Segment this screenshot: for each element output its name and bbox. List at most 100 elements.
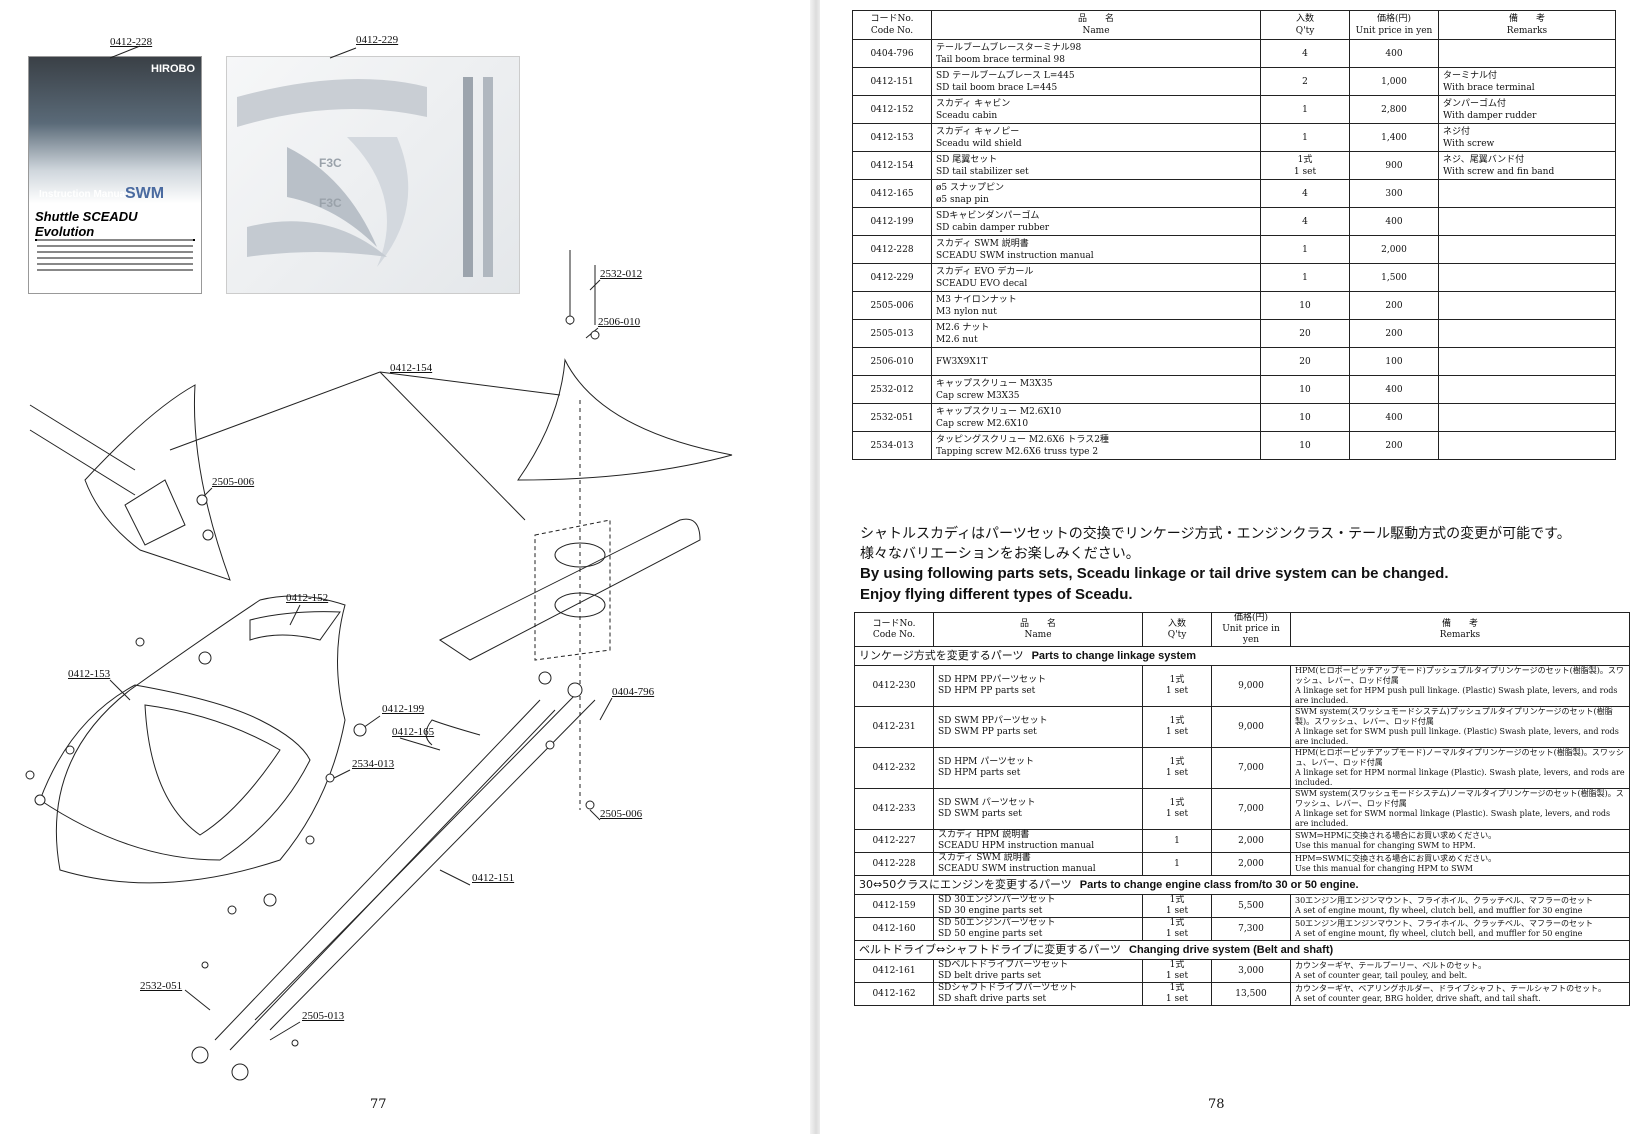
header-code: コードNo.Code No. (852, 10, 932, 40)
callout-label: 0412-229 (356, 34, 399, 46)
part-price: 1,500 (1349, 263, 1439, 292)
booklet-subtitle: Instruction Manual (39, 189, 128, 200)
part-price: 400 (1349, 207, 1439, 236)
part-code: 0412-151 (852, 67, 932, 96)
callout-label: 2532-012 (600, 268, 643, 280)
book-gutter (810, 0, 822, 1134)
callout-label: 0412-153 (68, 668, 111, 680)
svg-text:F3C: F3C (319, 196, 342, 210)
set-price: 5,500 (1211, 894, 1291, 918)
part-remarks (1438, 375, 1616, 404)
part-code: 2532-051 (852, 403, 932, 432)
part-remarks (1438, 179, 1616, 208)
set-price: 2,000 (1211, 852, 1291, 876)
part-code: 0412-153 (852, 123, 932, 152)
left-page: HIROBO Instruction Manual SWM Shuttle SC… (0, 0, 812, 1134)
part-price: 200 (1349, 291, 1439, 320)
set-remarks: HPM(ヒロボーピッチアップモード)ノーマルタイプリンケージのセット(樹脂製)。… (1290, 747, 1630, 789)
part-remarks (1438, 263, 1616, 292)
callout-label: 0412-165 (392, 726, 435, 738)
part-remarks (1438, 347, 1616, 376)
set-quantity: 1 (1142, 829, 1212, 853)
part-price: 200 (1349, 319, 1439, 348)
part-quantity: 10 (1260, 431, 1350, 460)
intro-japanese-line-1: シャトルスカディはパーツセットの交換でリンケージ方式・エンジンクラス・テール駆動… (860, 526, 1571, 542)
svg-text:F3C: F3C (319, 156, 342, 170)
set-quantity: 1 (1142, 852, 1212, 876)
part-price: 400 (1349, 403, 1439, 432)
decal-art: F3C F3C (237, 77, 493, 277)
part-code: 2506-010 (852, 347, 932, 376)
part-price: 2,800 (1349, 95, 1439, 124)
part-price: 900 (1349, 151, 1439, 180)
set-price: 7,000 (1211, 788, 1291, 830)
part-code: 2534-013 (852, 431, 932, 460)
callout-label: 2505-006 (600, 808, 643, 820)
callout-label: 0412-152 (286, 592, 329, 604)
set-price: 13,500 (1211, 982, 1291, 1006)
booklet-text-lines (37, 235, 193, 275)
set-code: 0412-227 (854, 829, 934, 853)
header-code: コードNo.Code No. (854, 612, 934, 647)
decal-sheet-image: F3C F3C (226, 56, 520, 294)
part-price: 200 (1349, 431, 1439, 460)
set-code: 0412-160 (854, 917, 934, 941)
intro-japanese-line-2: 様々なバリエーションをお楽しみください。 (860, 546, 1140, 562)
callout-label: 2532-051 (140, 980, 183, 992)
intro-english-line-2: Enjoy flying different types of Sceadu. (860, 586, 1133, 603)
callout-label: 0412-151 (472, 872, 515, 884)
set-remarks: カウンターギヤ、テールプーリー、ベルトのセット。A set of counter… (1290, 959, 1630, 983)
set-price: 7,300 (1211, 917, 1291, 941)
part-remarks (1438, 235, 1616, 264)
header-price: 価格(円)Unit price in yen (1349, 10, 1439, 40)
instruction-manual-image: HIROBO Instruction Manual SWM Shuttle SC… (28, 56, 202, 294)
part-price: 400 (1349, 375, 1439, 404)
part-code: 2505-013 (852, 319, 932, 348)
part-code: 2532-012 (852, 375, 932, 404)
part-remarks (1438, 319, 1616, 348)
part-name: FW3X9X1T (931, 347, 1261, 376)
callout-label: 2506-010 (598, 316, 641, 328)
exploded-diagram (25, 45, 733, 1081)
intro-english-line-1: By using following parts sets, Sceadu li… (860, 565, 1449, 582)
callout-label: 2534-013 (352, 758, 395, 770)
part-code: 0404-796 (852, 39, 932, 68)
set-remarks: SWM system(スワッシュモードシステム)ノーマルタイプリンケージのセット… (1290, 788, 1630, 830)
part-quantity: 1 (1260, 235, 1350, 264)
part-quantity: 2 (1260, 67, 1350, 96)
